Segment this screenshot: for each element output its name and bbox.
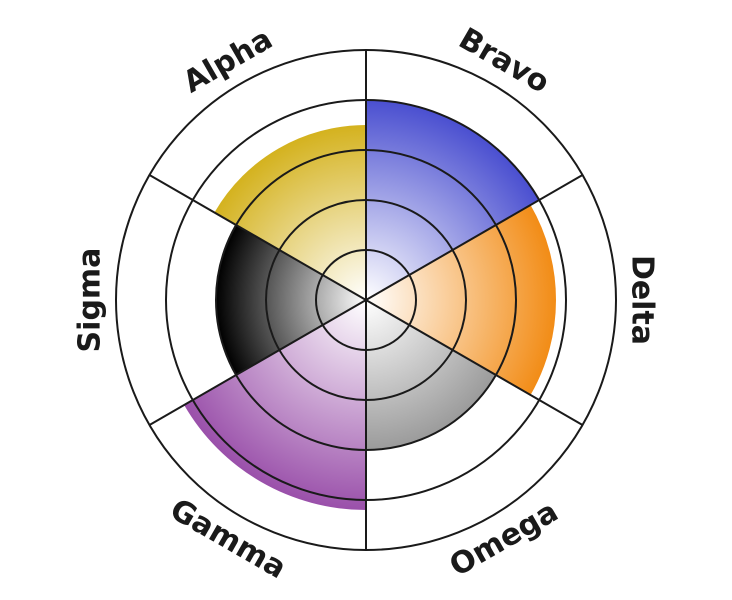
category-label-sigma: Sigma [73, 248, 108, 353]
sector-sigma [216, 225, 366, 375]
sector-gamma [184, 300, 366, 510]
sector-alpha [214, 125, 366, 300]
category-label-delta: Delta [625, 255, 660, 345]
category-label-gamma: Gamma [164, 492, 292, 586]
category-label-bravo: Bravo [453, 21, 555, 100]
sector-bravo [366, 100, 540, 300]
grid-spoke [148, 174, 367, 301]
grid-spoke [148, 299, 367, 426]
category-label-alpha: Alpha [177, 22, 278, 101]
grid-spoke [365, 299, 584, 426]
grid-layer [115, 49, 617, 551]
grid-spoke [365, 174, 584, 301]
